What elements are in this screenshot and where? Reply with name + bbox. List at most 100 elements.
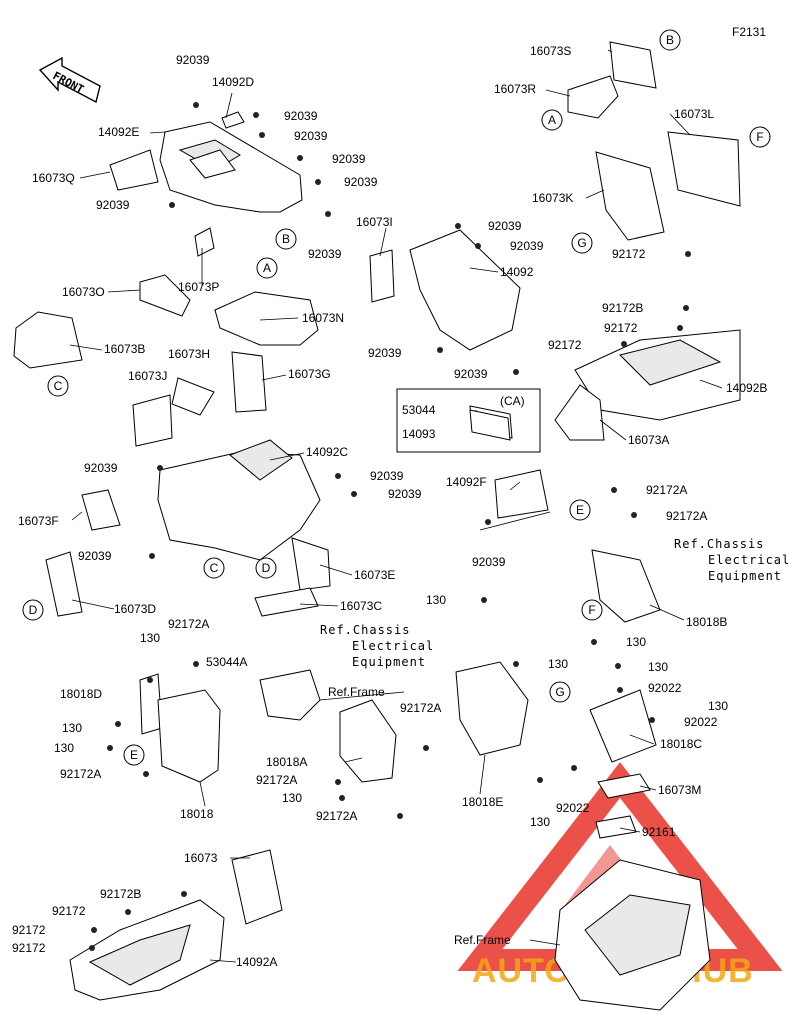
ref-frame-mid: Ref.Frame [328, 685, 385, 699]
label-130: 130 [648, 660, 668, 674]
label-130: 130 [140, 631, 160, 645]
callout-letter: F [588, 603, 595, 617]
label-14092: 14092 [500, 265, 534, 279]
label-92172A: 92172A [256, 773, 297, 787]
label-130: 130 [426, 593, 446, 607]
label-92172A: 92172A [646, 483, 687, 497]
callout-letter: C [54, 379, 63, 393]
callout-letter: C [210, 561, 219, 575]
label-130: 130 [548, 657, 568, 671]
callout-letter: B [666, 33, 674, 47]
label-18018C: 18018C [660, 737, 702, 751]
label-92039: 92039 [176, 53, 210, 67]
label-130: 130 [530, 815, 550, 829]
label-16073O: 16073O [62, 285, 105, 299]
label-16073C: 16073C [340, 599, 382, 613]
callout-circles: B A F G B A C C D D E F G E [22, 29, 771, 766]
label-92039: 92039 [344, 175, 378, 189]
label-92039: 92039 [332, 152, 366, 166]
frame-lower-right [554, 859, 711, 1011]
label-16073Q: 16073Q [32, 171, 75, 185]
reference-labels: Ref.Frame Ref.Frame Ref.Chassis Electric… [320, 537, 789, 947]
label-130: 130 [282, 791, 302, 805]
label-92039: 92039 [84, 461, 118, 475]
label-92172: 92172 [52, 904, 86, 918]
label-14092F: 14092F [446, 475, 487, 489]
label-92022: 92022 [556, 801, 590, 815]
label-18018: 18018 [180, 807, 214, 821]
label-16073F: 16073F [18, 514, 59, 528]
label-92039: 92039 [370, 469, 404, 483]
label-92172B: 92172B [602, 301, 643, 315]
part-labels: F2131 92039 14092D 92039 14092E 92039 92… [12, 25, 767, 969]
label-130: 130 [62, 721, 82, 735]
label-92172: 92172 [548, 338, 582, 352]
label-16073J: 16073J [128, 369, 167, 383]
label-14092E: 14092E [98, 125, 139, 139]
label-16073G: 16073G [288, 367, 331, 381]
label-16073: 16073 [184, 851, 218, 865]
label-16073I: 16073I [356, 215, 393, 229]
callout-G-mid: G [549, 681, 571, 703]
label-92172A: 92172A [168, 617, 209, 631]
callout-G-top: G [571, 232, 593, 254]
label-16073A: 16073A [628, 433, 669, 447]
ca-box-label: (CA) [500, 394, 525, 408]
label-92039: 92039 [472, 555, 506, 569]
label-92022: 92022 [648, 681, 682, 695]
side-panel-cluster [13, 311, 331, 617]
callout-F-top: F [749, 126, 771, 148]
callout-E-left: E [123, 744, 145, 766]
label-92039: 92039 [510, 239, 544, 253]
ref-frame-bottom: Ref.Frame [454, 933, 511, 947]
label-16073E: 16073E [354, 568, 395, 582]
figure-code: F2131 [732, 25, 766, 39]
label-92172B: 92172B [100, 887, 141, 901]
label-92039: 92039 [388, 487, 422, 501]
label-16073M: 16073M [658, 783, 701, 797]
label-92039: 92039 [368, 346, 402, 360]
label-92039: 92039 [454, 367, 488, 381]
callout-A-top: A [541, 109, 563, 131]
label-130: 130 [54, 741, 74, 755]
label-92039: 92039 [96, 198, 130, 212]
front-arrow: FRONT [38, 56, 101, 104]
label-92161: 92161 [642, 825, 676, 839]
label-14092A: 14092A [236, 955, 277, 969]
front-inner-fender-assembly [109, 111, 319, 346]
label-16073P: 16073P [178, 280, 219, 294]
ref-chassis-mid-line3: Equipment [352, 655, 426, 669]
callout-letter: G [577, 236, 586, 250]
center-right-parts [455, 405, 661, 839]
callout-letter: B [282, 232, 290, 246]
label-92172: 92172 [12, 941, 46, 955]
callout-D-left: D [22, 599, 44, 621]
callout-letter: E [576, 503, 584, 517]
ca-box: (CA) [396, 388, 541, 453]
label-92172A: 92172A [316, 809, 357, 823]
label-92172: 92172 [12, 923, 46, 937]
bolts [89, 102, 691, 951]
label-14092C: 14092C [306, 445, 348, 459]
ref-chassis-mid-line2: Electrical [352, 639, 434, 653]
label-92039: 92039 [488, 219, 522, 233]
label-18018D: 18018D [60, 687, 102, 701]
label-92039: 92039 [78, 549, 112, 563]
label-92172A: 92172A [400, 701, 441, 715]
label-16073S: 16073S [530, 44, 571, 58]
label-92172A: 92172A [60, 767, 101, 781]
label-92039: 92039 [294, 129, 328, 143]
callout-letter: E [130, 748, 138, 762]
label-18018E: 18018E [462, 795, 503, 809]
callout-letter: D [262, 561, 271, 575]
label-14092D: 14092D [212, 75, 254, 89]
label-130: 130 [626, 635, 646, 649]
ref-chassis-right-line1: Ref.Chassis [674, 537, 764, 551]
callout-letter: F [756, 130, 763, 144]
callout-letter: A [548, 113, 556, 127]
callout-B-top: B [659, 29, 681, 51]
label-16073L: 16073L [674, 107, 714, 121]
label-16073K: 16073K [532, 191, 573, 205]
